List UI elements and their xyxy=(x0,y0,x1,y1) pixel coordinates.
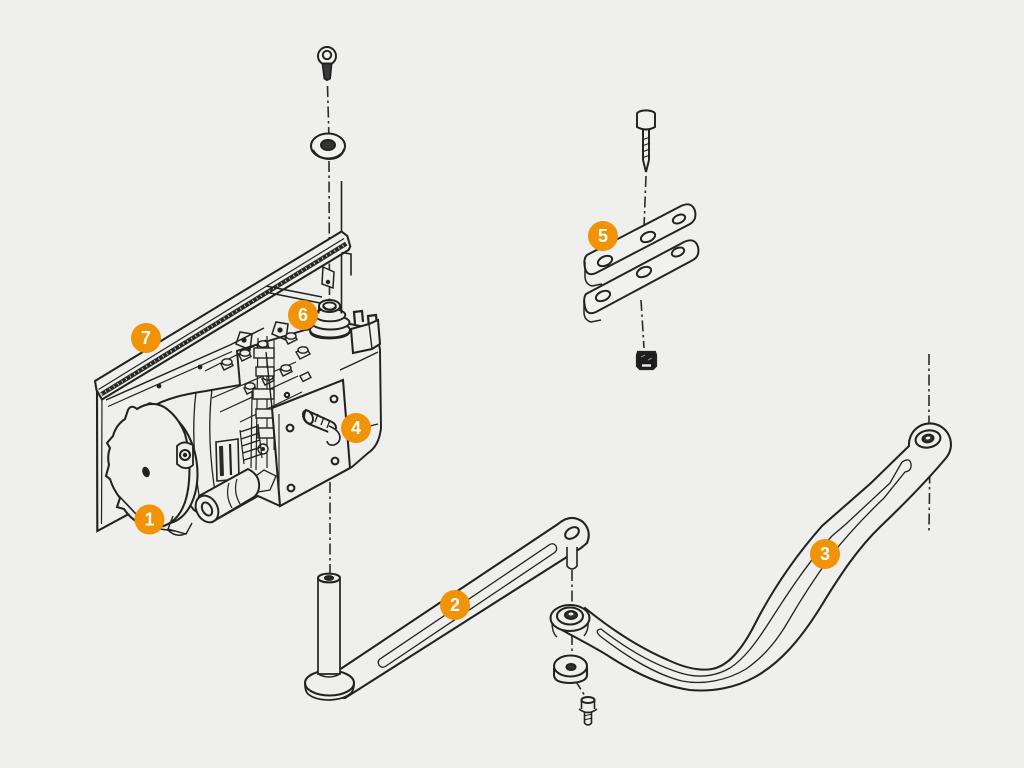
svg-text:6: 6 xyxy=(298,305,308,325)
svg-text:5: 5 xyxy=(598,226,608,246)
svg-text:1: 1 xyxy=(144,510,154,530)
svg-text:3: 3 xyxy=(820,544,830,564)
svg-text:7: 7 xyxy=(141,328,151,348)
svg-text:4: 4 xyxy=(351,418,361,438)
svg-text:2: 2 xyxy=(450,595,460,615)
